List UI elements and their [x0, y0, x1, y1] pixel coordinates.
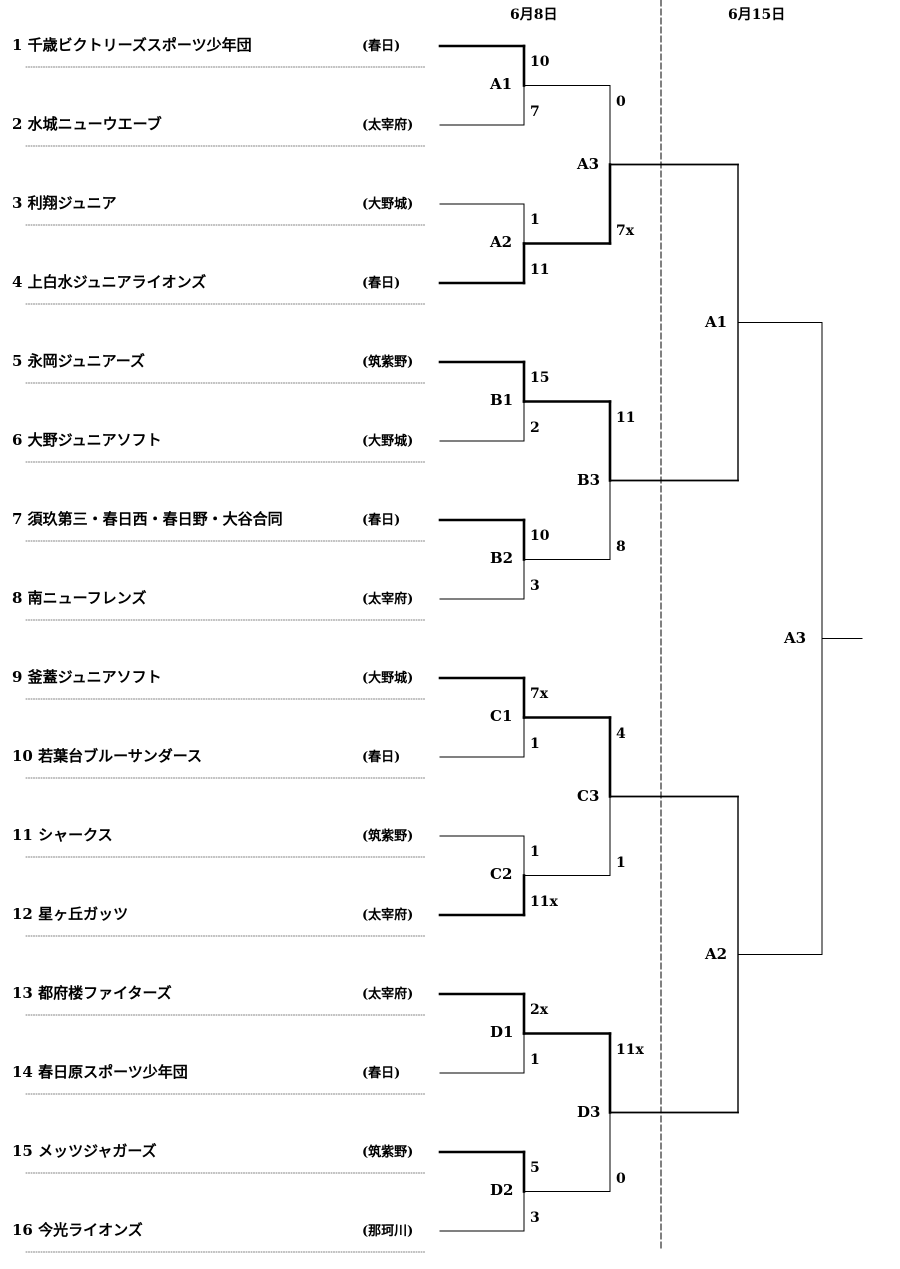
match-label: D3 — [577, 1102, 601, 1121]
match-label: A1 — [705, 312, 728, 331]
score-top: 4 — [616, 725, 626, 742]
date-round1: 6月8日 — [510, 7, 558, 23]
date-round2: 6月15日 — [728, 7, 786, 23]
match-label: B1 — [490, 390, 514, 409]
team-area: (春日) — [362, 276, 401, 291]
score-top: 11x — [616, 1041, 644, 1058]
score-bottom: 11 — [530, 262, 550, 278]
team-area: (筑紫野) — [362, 829, 414, 844]
match-label: A3 — [577, 154, 600, 173]
match-label: A1 — [490, 74, 513, 93]
team-area: (筑紫野) — [362, 355, 414, 370]
team-area: (那珂川) — [362, 1224, 414, 1239]
team-name: 5 永岡ジュニアーズ — [12, 352, 145, 370]
score-top: 5 — [530, 1160, 540, 1176]
score-top: 11 — [616, 409, 636, 426]
team-area: (太宰府) — [362, 908, 414, 923]
score-bottom: 1 — [616, 854, 626, 871]
team-name: 10 若葉台ブルーサンダース — [12, 747, 203, 765]
team-area: (大野城) — [362, 197, 414, 212]
score-bottom: 0 — [616, 1170, 626, 1187]
match-label: D1 — [490, 1022, 514, 1041]
team-name: 12 星ヶ丘ガッツ — [12, 905, 129, 923]
team-name: 15 メッツジャガーズ — [12, 1142, 157, 1160]
team-area: (春日) — [362, 513, 401, 528]
team-area: (大野城) — [362, 671, 414, 686]
match-label: C1 — [490, 706, 513, 725]
score-bottom: 1 — [530, 736, 540, 752]
team-area: (太宰府) — [362, 118, 414, 133]
score-top: 1 — [530, 212, 540, 228]
team-name: 8 南ニューフレンズ — [12, 589, 147, 607]
team-name: 9 釜蓋ジュニアソフト — [12, 668, 162, 686]
score-top: 2x — [530, 1002, 549, 1018]
score-bottom: 3 — [530, 578, 540, 594]
match-label: C2 — [490, 864, 513, 883]
score-bottom: 7 — [530, 104, 540, 120]
match-label: A2 — [490, 232, 513, 251]
score-top: 1 — [530, 844, 540, 860]
score-bottom: 11x — [530, 894, 558, 910]
match-label: A2 — [705, 944, 728, 963]
score-bottom: 8 — [616, 538, 626, 555]
team-name: 11 シャークス — [12, 826, 113, 844]
score-top: 7x — [530, 686, 549, 702]
team-area: (太宰府) — [362, 987, 414, 1002]
team-name: 7 須玖第三・春日西・春日野・大谷合同 — [12, 510, 283, 528]
final-match-label: A3 — [784, 628, 807, 647]
team-name: 14 春日原スポーツ少年団 — [12, 1063, 188, 1081]
score-top: 10 — [530, 528, 550, 544]
team-area: (太宰府) — [362, 592, 414, 607]
team-name: 2 水城ニューウエーブ — [12, 115, 162, 133]
team-area: (大野城) — [362, 434, 414, 449]
team-area: (春日) — [362, 39, 401, 54]
team-name: 4 上白水ジュニアライオンズ — [12, 273, 207, 291]
team-name: 16 今光ライオンズ — [12, 1221, 143, 1239]
match-label: C3 — [577, 786, 600, 805]
match-label: D2 — [490, 1180, 514, 1199]
team-area: (春日) — [362, 750, 401, 765]
score-bottom: 1 — [530, 1052, 540, 1068]
team-name: 1 千歳ビクトリーズスポーツ少年団 — [12, 36, 252, 54]
match-label: B2 — [490, 548, 514, 567]
team-area: (筑紫野) — [362, 1145, 414, 1160]
team-name: 3 利翔ジュニア — [12, 194, 117, 212]
team-area: (春日) — [362, 1066, 401, 1081]
match-label: B3 — [577, 470, 601, 489]
team-name: 6 大野ジュニアソフト — [12, 431, 162, 449]
score-top: 10 — [530, 54, 550, 70]
score-top: 0 — [616, 93, 626, 110]
score-top: 15 — [530, 370, 550, 386]
score-bottom: 2 — [530, 420, 540, 436]
team-name: 13 都府楼ファイターズ — [12, 984, 172, 1002]
score-bottom: 7x — [616, 222, 635, 239]
score-bottom: 3 — [530, 1210, 540, 1226]
